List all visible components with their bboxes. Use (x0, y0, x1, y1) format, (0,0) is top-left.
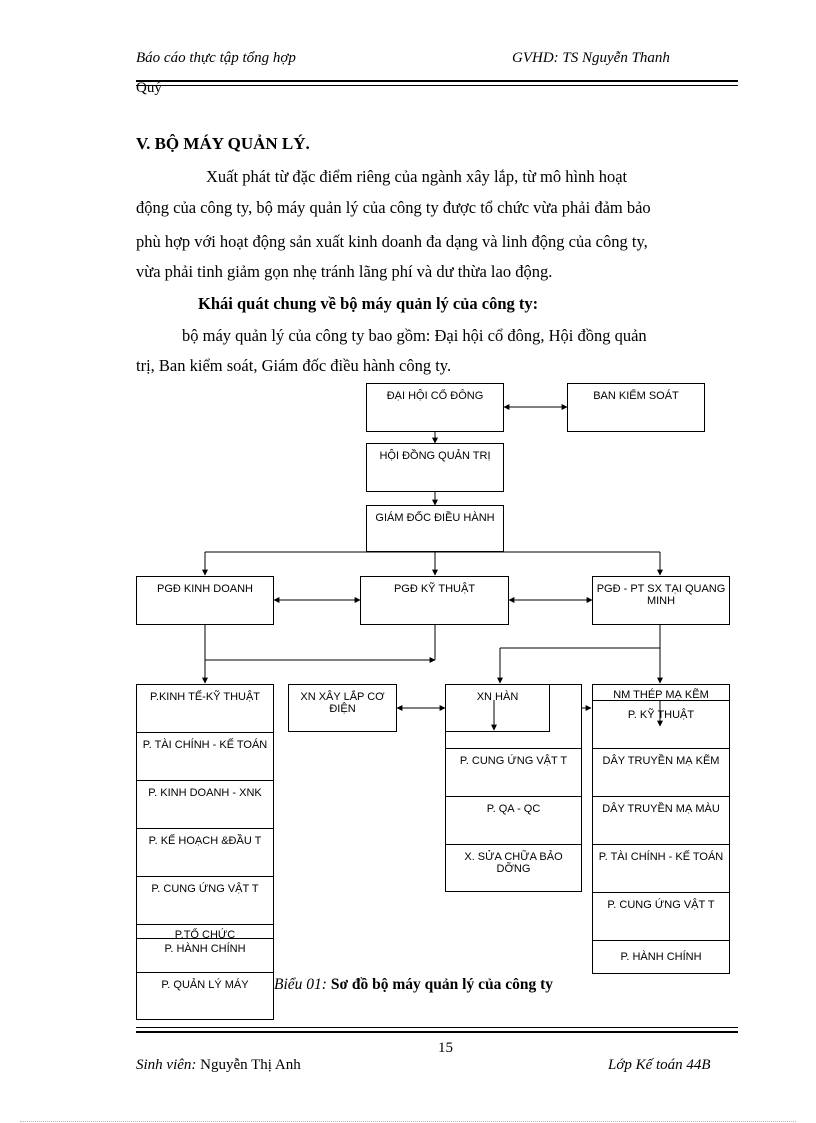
footer-rule-thick (136, 1031, 738, 1033)
giam-doc-dieu-hanh-box: GIÁM ĐỐC ĐIỀU HÀNH (366, 505, 504, 552)
para1-line2: động của công ty, bộ máy quản lý của côn… (136, 198, 651, 217)
xn-xay-lap-box: XN XÂY LẮP CƠ ĐIỆN (288, 684, 397, 732)
middle-units-stack: P. CUNG ỨNG VẬT T P. QA - QC X. SỬA CHỮA… (445, 684, 582, 892)
hoi-dong-quan-tri-box: HỘI ĐỒNG QUẢN TRỊ (366, 443, 504, 492)
unit-quan-ly-may: P. QUẢN LÝ MÁY (137, 973, 273, 1019)
para1-line4: vừa phải tinh giảm gọn nhẹ tránh lãng ph… (136, 262, 553, 281)
student-name: Nguyễn Thị Anh (200, 1057, 301, 1073)
ban-kiem-soat-box: BAN KIỂM SOÁT (567, 383, 705, 432)
pgd-pt-sx-box: PGĐ - PT SX TẠI QUANG MINH (592, 576, 730, 625)
unit-ke-hoach-dau-tu: P. KẾ HOẠCH &ĐẦU T (137, 829, 273, 877)
unit-day-truyen-ma-mau: DÂY TRUYỀN MẠ MÀU (593, 797, 729, 845)
para2-line2: trị, Ban kiểm soát, Giám đốc điều hành c… (136, 356, 452, 375)
pgd-ky-thuat-box: PGĐ KỸ THUẬT (360, 576, 509, 625)
section-heading: V. BỘ MÁY QUẢN LÝ. (136, 134, 310, 153)
header-rule-thick (136, 80, 738, 82)
student-label: Sinh viên: (136, 1057, 197, 1073)
para1-line3: phù hợp với hoạt động sản xuất kinh doan… (136, 232, 648, 251)
unit-qa-qc: P. QA - QC (446, 797, 581, 845)
footer-class: Lớp Kế toán 44B (608, 1057, 711, 1073)
unit-mid-cung-ung: P. CUNG ỨNG VẬT T (446, 749, 581, 797)
unit-cung-ung-vat-tu: P. CUNG ỨNG VẬT T (137, 877, 273, 925)
header-rule-thin (136, 85, 738, 86)
unit-right-hanh-chinh: P. HÀNH CHÍNH (593, 941, 729, 973)
caption-prefix: Biểu 01 (274, 976, 322, 993)
right-units-stack: NM THÉP MẠ KẼM P. KỸ THUẬT DÂY TRUYỀN MẠ… (592, 684, 730, 974)
unit-day-truyen-ma-kem: DÂY TRUYỀN MẠ KẼM (593, 749, 729, 797)
footer-student: Sinh viên: Nguyễn Thị Anh (136, 1057, 301, 1074)
caption-title: Sơ đồ bộ máy quản lý của công ty (330, 976, 554, 993)
figure-caption: Biểu 01: Sơ đồ bộ máy quản lý của công t… (274, 976, 554, 993)
unit-tai-chinh-ke-toan: P. TÀI CHÍNH - KẾ TOÁN (137, 733, 273, 781)
para1-line1: Xuất phát từ đặc điểm riêng của ngành xâ… (206, 167, 628, 186)
unit-kinh-te-ky-thuat: P.KINH TẾ-KỸ THUẬT (137, 685, 273, 733)
unit-sua-chua-bao-duong: X. SỬA CHỮA BẢO DỠNG (446, 845, 581, 891)
unit-nm-thep-ma-kem: NM THÉP MẠ KẼM (593, 685, 729, 701)
page-edge-dots (20, 1121, 796, 1122)
header-left: Báo cáo thực tập tổng hợp (136, 50, 296, 66)
unit-to-chuc: P.TỔ CHỨC (137, 925, 273, 939)
footer-rule-thin (136, 1027, 738, 1028)
unit-kinh-doanh-xnk: P. KINH DOANH - XNK (137, 781, 273, 829)
header-continued: Quý (136, 80, 162, 96)
pgd-kinh-doanh-box: PGĐ KINH DOANH (136, 576, 274, 625)
subheading: Khái quát chung về bộ máy quản lý của cô… (198, 294, 539, 313)
page-number: 15 (438, 1040, 453, 1056)
unit-right-tai-chinh: P. TÀI CHÍNH - KẾ TOÁN (593, 845, 729, 893)
left-units-stack: P.KINH TẾ-KỸ THUẬT P. TÀI CHÍNH - KẾ TOÁ… (136, 684, 274, 1020)
para2-line1: bộ máy quản lý của công ty bao gồm: Đại … (182, 326, 647, 345)
xn-han-box: XN HÀN (445, 684, 550, 732)
unit-right-cung-ung: P. CUNG ỨNG VẬT T (593, 893, 729, 941)
header-right: GVHD: TS Nguyễn Thanh (512, 50, 670, 66)
dai-hoi-co-dong-box: ĐẠI HỘI CỔ ĐÔNG (366, 383, 504, 432)
unit-hanh-chinh: P. HÀNH CHÍNH (137, 939, 273, 973)
